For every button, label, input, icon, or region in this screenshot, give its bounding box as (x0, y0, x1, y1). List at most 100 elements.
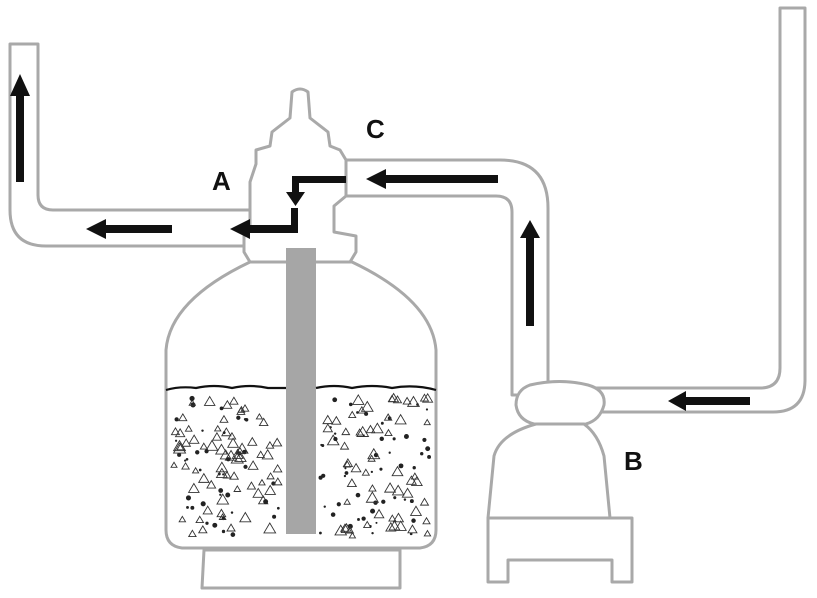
media-grain (394, 413, 407, 425)
media-grain (402, 396, 412, 405)
media-grain (334, 524, 348, 536)
media-grain (384, 428, 393, 437)
media-grain (360, 400, 374, 412)
arrow-outlet-left (86, 219, 172, 239)
media-pebble (272, 514, 277, 519)
media-grain (271, 437, 283, 447)
media-pebble (333, 436, 338, 442)
media-grain (410, 475, 423, 486)
media-pebble (318, 475, 323, 480)
media-grain (373, 508, 385, 519)
media-pebble (185, 458, 189, 461)
media-grain (233, 485, 242, 492)
media-pebble (403, 434, 409, 439)
media-pebble (398, 463, 404, 469)
media-grain (215, 461, 229, 473)
pump-head (514, 380, 606, 429)
media-grain (423, 529, 432, 537)
media-grain (362, 520, 372, 528)
media-pebble (189, 395, 195, 401)
media-pebble (375, 521, 378, 524)
media-pebble (412, 466, 416, 470)
media-grain (346, 478, 358, 488)
media-pebble (425, 446, 431, 452)
media-pebble (185, 495, 192, 501)
media-pebble (420, 452, 424, 456)
media-grain (343, 498, 351, 505)
media-grain (170, 461, 178, 468)
arrow-valve-turn (286, 176, 346, 206)
media-grain (172, 442, 187, 454)
media-pebble (411, 518, 416, 523)
suction-pipe (593, 6, 807, 414)
media-pebble (422, 437, 427, 442)
media-pebble (369, 524, 372, 528)
media-grain (423, 418, 432, 426)
media-grain (235, 442, 249, 454)
media-pebble (226, 457, 231, 462)
media-grain (261, 448, 274, 460)
media-grain (218, 513, 227, 520)
media-grain (356, 425, 370, 437)
media-grain (181, 461, 191, 470)
media-grain (256, 450, 266, 458)
media-pebble (230, 511, 234, 514)
media-grain (385, 521, 397, 532)
media-pebble (364, 411, 369, 416)
media-pebble (344, 471, 349, 475)
media-grain (205, 439, 219, 451)
filter-media (170, 392, 434, 539)
media-grain (355, 428, 364, 436)
media-pebble (393, 496, 397, 500)
standpipe (286, 248, 316, 534)
media-grain (422, 516, 431, 525)
media-grain (348, 531, 357, 539)
label-a: A (212, 166, 231, 196)
media-grain (421, 392, 434, 403)
media-grain (392, 512, 405, 523)
media-pebble (190, 505, 195, 510)
arrow-to-port-c (366, 169, 498, 189)
media-grain (264, 484, 277, 495)
media-pebble (361, 516, 366, 521)
media-grain (216, 493, 230, 505)
media-grain (187, 529, 197, 538)
media-pebble (348, 402, 353, 407)
media-grain (229, 396, 239, 405)
media-grain (361, 468, 371, 476)
media-grain (246, 481, 257, 490)
media-pebble (184, 459, 187, 462)
media-grain (367, 447, 381, 460)
media-grain (388, 514, 397, 522)
media-grain (227, 431, 237, 440)
arrow-from-valve (230, 208, 298, 239)
media-grain (252, 487, 265, 498)
media-grain (365, 424, 376, 434)
media-grain (347, 410, 357, 418)
media-grain (195, 515, 205, 524)
media-grain (184, 424, 193, 432)
arrow-outlet-up (10, 74, 30, 182)
media-grain (206, 479, 217, 489)
outlet-pipe (8, 42, 262, 248)
media-grain (387, 392, 400, 403)
media-pebble (336, 502, 341, 507)
media-pebble (323, 505, 326, 508)
media-grain (383, 413, 393, 421)
media-grain (391, 465, 404, 477)
media-pebble (409, 499, 414, 504)
media-pebble (222, 473, 225, 476)
media-grain (388, 520, 401, 531)
media-pebble (356, 411, 359, 414)
media-grain (357, 405, 367, 414)
media-pebble (195, 450, 200, 455)
media-grain (226, 523, 236, 532)
media-grain (236, 406, 246, 415)
media-grain (222, 399, 233, 409)
media-grain (350, 462, 362, 473)
media-grain (219, 414, 229, 423)
label-c: C (366, 114, 385, 144)
media-grain (258, 478, 266, 486)
media-pebble (370, 470, 374, 474)
media-grain (199, 442, 209, 450)
